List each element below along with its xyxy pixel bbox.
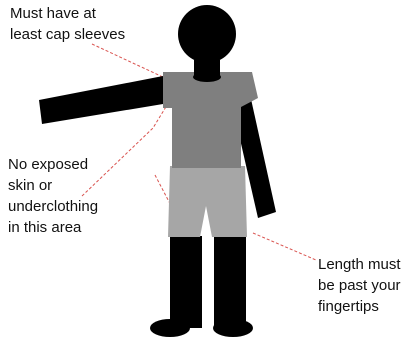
annotation-cap-sleeves-line-2: least cap sleeves (10, 24, 125, 45)
annotation-no-exposed-skin-line-3: underclothing (8, 196, 98, 217)
annotation-length-line-2: be past your (318, 275, 401, 296)
right-foot (213, 319, 253, 337)
annotation-length-line-1: Length must (318, 254, 401, 275)
shorts (168, 166, 247, 237)
annotation-length-line-3: fingertips (318, 296, 401, 317)
right-leg (214, 236, 246, 328)
annotation-length: Length must be past your fingertips (318, 254, 401, 317)
annotation-cap-sleeves-line-1: Must have at (10, 3, 125, 24)
collar (193, 72, 221, 82)
left-leg (170, 236, 202, 328)
callout-line-sleeves (92, 44, 165, 78)
head (178, 5, 236, 63)
annotation-no-exposed-skin-line-4: in this area (8, 217, 98, 238)
left-foot (150, 319, 190, 337)
annotation-no-exposed-skin-line-2: skin or (8, 175, 98, 196)
annotation-no-exposed-skin: No exposed skin or underclothing in this… (8, 154, 98, 238)
callout-line-length (253, 233, 316, 260)
left-arm (39, 76, 163, 124)
annotation-no-exposed-skin-line-1: No exposed (8, 154, 98, 175)
annotation-cap-sleeves: Must have at least cap sleeves (10, 3, 125, 45)
